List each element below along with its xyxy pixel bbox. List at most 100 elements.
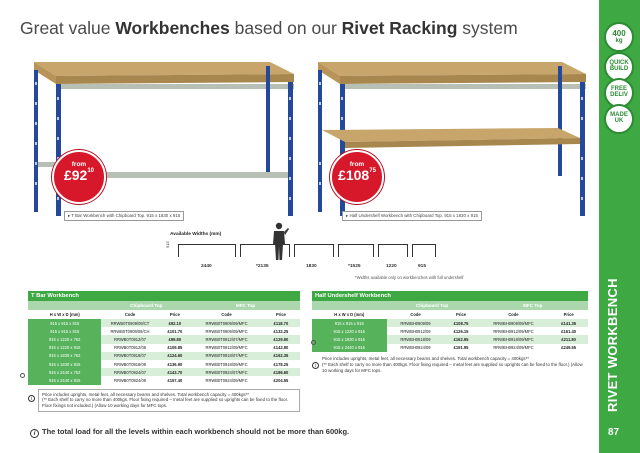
table-cell: RRWB0T0909/09/CH <box>101 327 159 336</box>
width-box-1525 <box>338 244 374 257</box>
width-label: 1830 <box>306 264 317 269</box>
table-cell: £162.35 <box>261 351 300 360</box>
width-label: 915 <box>418 264 427 269</box>
person-silhouette-icon <box>273 222 289 260</box>
table-cell: £204.55 <box>261 376 300 385</box>
row-marker-icon <box>20 373 25 378</box>
table-cell: £161.40 <box>549 327 588 336</box>
table-cell: £186.60 <box>261 368 300 377</box>
column-header: Code <box>101 310 159 319</box>
table-cell: RRWBH0924/09 <box>386 343 445 352</box>
page-number: 87 <box>608 427 620 438</box>
tbar-heading: T Bar Workbench <box>28 291 300 301</box>
table-cell: RRWB0T0912/07/MFC <box>191 335 262 344</box>
column-header: H x W x D (mm) <box>312 310 387 319</box>
table-cell: £92.10 <box>158 319 192 328</box>
table-cell: RRWB0T0918/07 <box>101 351 159 360</box>
half-price-badge: from £10875 <box>330 150 384 204</box>
table-cell: RRWB0T0912/09 <box>101 343 159 352</box>
width-box-915 <box>412 244 436 257</box>
table-cell: £126.15 <box>444 327 478 336</box>
width-label: *2135 <box>256 264 269 269</box>
width-box-1830 <box>294 244 334 257</box>
table-cell: £132.25 <box>261 327 300 336</box>
table-cell: 915 x 1830 x 762 <box>28 351 102 360</box>
table-cell: 915 x 2440 x 915 <box>312 343 387 352</box>
table-cell: 915 x 1830 x 915 <box>312 335 387 344</box>
table-cell: 915 x 1220 x 762 <box>28 335 102 344</box>
column-header: Price <box>261 310 300 319</box>
width-box-2440 <box>178 244 236 257</box>
table-cell: £141.35 <box>549 319 588 328</box>
table-cell: 915 x 1220 x 915 <box>28 343 102 352</box>
table-cell: £249.55 <box>549 343 588 352</box>
half-note: i Price includes uprights, metal feet, a… <box>312 356 588 374</box>
table-cell: 915 x 915 x 915 <box>28 319 102 328</box>
info-icon: i <box>30 429 39 438</box>
height-label: 915 <box>165 241 170 248</box>
table-cell: £142.80 <box>261 343 300 352</box>
width-label: *1525 <box>348 264 361 269</box>
table-cell: £118.70 <box>261 319 300 328</box>
width-label: 2440 <box>201 264 212 269</box>
table-cell: RRWB0T0918/09 <box>101 359 159 369</box>
table-cell: £124.60 <box>158 351 192 360</box>
table-cell: RRWB0T0924/09 <box>101 376 159 385</box>
column-header: Code <box>191 310 262 319</box>
table-cell: £162.95 <box>444 335 478 344</box>
widths-note: *Widths available only on workbenches wi… <box>355 275 464 280</box>
table-cell: RRWB0T0918/07/MFC <box>191 351 262 360</box>
table-cell: RRWB0T0909/09/CT <box>101 319 159 328</box>
info-icon: i <box>28 394 35 402</box>
row-marker-icon <box>311 340 316 345</box>
column-header: Price <box>158 310 192 319</box>
tbar-workbench-image <box>34 62 294 216</box>
table-cell: £211.80 <box>549 335 588 344</box>
caption-arrow-icon: ▸ <box>346 213 350 218</box>
table-cell: 915 x 1830 x 915 <box>28 359 102 369</box>
table-cell: RRWB0T0918/09/MFC <box>191 359 262 369</box>
table-cell: 915 x 915 x 915 <box>28 327 102 336</box>
table-cell: RRWBH0918/09/MFC <box>477 335 550 344</box>
table-cell: £178.25 <box>261 359 300 369</box>
table-cell: £129.80 <box>261 335 300 344</box>
table-cell: RRWBH0924/09/MFC <box>477 343 550 352</box>
table-cell: RRWB0T0924/07 <box>101 368 159 377</box>
group-header: Chipboard Top <box>101 301 192 310</box>
width-label: 1220 <box>386 264 397 269</box>
column-header: Price <box>444 310 478 319</box>
table-cell: 915 x 2440 x 762 <box>28 368 102 377</box>
half-caption: ▸ Half Undershelf Workbench with Chipboa… <box>342 211 482 221</box>
table-cell: RRWBH0912/09 <box>386 327 445 336</box>
page-title: Great value Workbenches based on our Riv… <box>20 18 518 38</box>
group-header: MFC Top <box>191 301 300 310</box>
tbar-price-badge: from £9210 <box>52 150 106 204</box>
table-cell: RRWB0T0909/09/MFC <box>191 327 262 336</box>
width-box-1220 <box>378 244 408 257</box>
table-cell: 915 x 1220 x 915 <box>312 327 387 336</box>
column-header: H x W x D (mm) <box>28 310 102 319</box>
table-cell: RRWBH0909/09 <box>386 319 445 328</box>
half-undershelf-workbench-image <box>318 62 586 216</box>
table-cell: RRWB0T0909/09/MFC <box>191 319 262 328</box>
group-header: Chipboard Top <box>386 301 478 310</box>
tbar-note: i Price includes uprights, metal feet, a… <box>28 388 300 413</box>
table-cell: RRWBH0912/09/MFC <box>477 327 550 336</box>
